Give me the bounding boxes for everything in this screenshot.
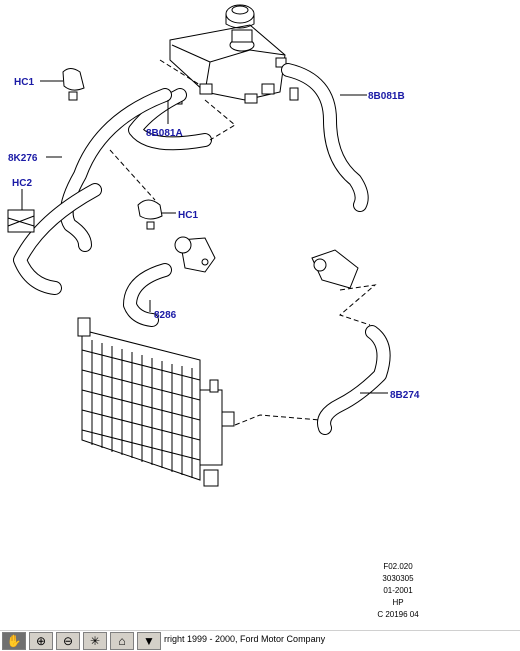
outlet-connector [311,249,359,289]
hose-8b274 [317,325,391,435]
home-button[interactable]: ⌂ [110,632,134,650]
callout-8b081a: 8B081A [146,128,183,139]
radiator [77,317,235,487]
clip-hc1-mid [137,199,163,230]
zoom-out-button[interactable]: ⊖ [56,632,80,650]
callout-hc1-mid: HC1 [178,210,198,221]
reference-number: C 20196 04 [377,610,419,619]
viewer-toolbar: ✋ ⊕ ⊖ ✳ ⌂ ▼ [0,630,520,651]
reference-code-2: 3030305 [382,574,414,583]
reference-date: 01-2001 [383,586,413,595]
home-icon: ⌂ [118,634,126,648]
hose-8b081a [128,88,212,151]
copyright-text: rright 1999 - 2000, Ford Motor Company [164,634,326,644]
menu-dropdown-button[interactable]: ▼ [137,632,161,650]
callout-8b274: 8B274 [390,390,420,401]
hose-8286 [123,263,172,327]
callout-hc2: HC2 [12,178,32,189]
reference-type: HP [392,598,404,607]
callout-8k276: 8K276 [8,153,38,164]
hose-8k276 [13,88,172,295]
triangle-down-icon: ▼ [143,634,155,648]
pan-icon: ✋ [6,634,22,648]
zoom-in-button[interactable]: ⊕ [29,632,53,650]
zoom-fit-button[interactable]: ✳ [83,632,107,650]
zoom-out-icon: ⊖ [62,634,74,648]
expansion-tank [169,4,299,105]
clip-hc1-top [62,68,85,101]
pan-tool-button[interactable]: ✋ [2,632,26,650]
callout-hc1-top: HC1 [14,77,34,88]
cooling-system-diagram: HC1 8B081A 8B081B 8K276 HC2 HC1 8286 8B2… [7,4,420,487]
zoom-in-icon: ⊕ [35,634,47,648]
thermostat-housing [174,236,216,273]
callout-8286: 8286 [154,310,177,321]
reference-code-1: F02.020 [383,562,413,571]
hose-8b081b [281,63,369,212]
clip-hc2 [7,209,35,233]
zoom-fit-icon: ✳ [89,634,101,648]
callout-8b081b: 8B081B [368,91,405,102]
